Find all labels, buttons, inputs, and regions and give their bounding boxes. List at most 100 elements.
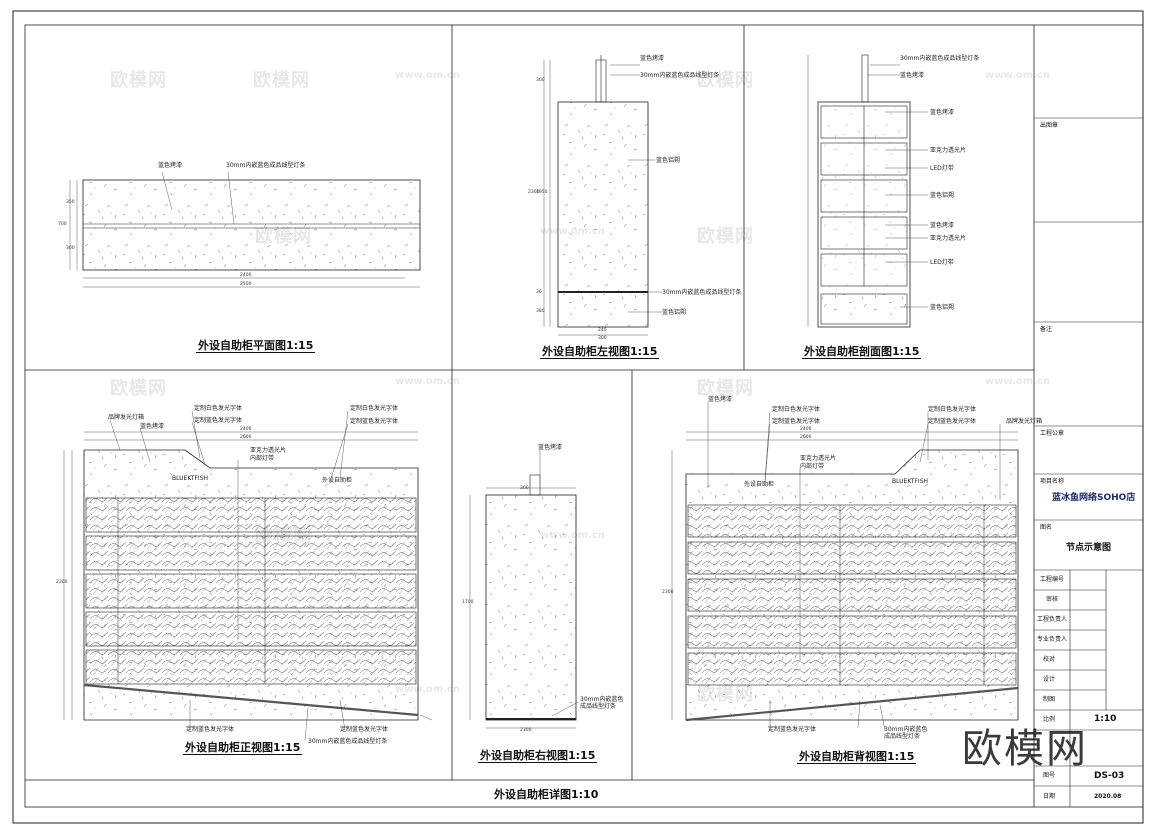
- section-label: 蓝色铝朔: [930, 304, 955, 311]
- left-dim: 1950: [536, 190, 548, 195]
- front-sign: 外设自助柜: [322, 477, 353, 484]
- front-dim: 2600: [240, 435, 252, 440]
- title-block-field: 工程公章: [1040, 430, 1065, 437]
- title-block-row: 制图: [1043, 696, 1056, 703]
- front-label: 定制白色发光字体: [350, 405, 399, 412]
- left-dim: 300: [598, 336, 607, 341]
- date-value: 2020.08: [1094, 793, 1122, 800]
- front-label: 定制蓝色发光字体: [186, 726, 235, 733]
- right-label: 蓝色烤漆: [538, 444, 563, 451]
- plan-label: 30mm内嵌蓝色成品线型灯条: [226, 162, 306, 169]
- back-dim: 2600: [800, 435, 812, 440]
- back-label: 成品线型灯条: [884, 733, 921, 740]
- title-block-row: 工程负责人: [1037, 616, 1068, 623]
- watermark: 欧模网: [255, 226, 312, 247]
- section-label: 蓝色烤漆: [900, 72, 925, 79]
- watermark: 欧模网: [697, 226, 754, 247]
- front-dim: 2400: [240, 427, 252, 432]
- right-view: [469, 450, 579, 729]
- date-label: 日期: [1043, 793, 1056, 800]
- title-block-row: 设计: [1043, 676, 1056, 683]
- sheet-no-label: 图号: [1043, 772, 1056, 779]
- title-block-row: 校对: [1043, 656, 1056, 663]
- watermark: 欧模网: [253, 70, 310, 91]
- plan-label: 蓝色烤漆: [158, 162, 183, 169]
- back-label: 定制白色发光字体: [772, 406, 821, 413]
- left-label: 蓝色铝朔: [656, 157, 681, 164]
- right-dim: 1700: [462, 600, 474, 605]
- back-label: 定制白色发光字体: [928, 406, 977, 413]
- plan-dim: 350: [66, 200, 75, 205]
- scale-value: 1:10: [1094, 714, 1117, 724]
- front-view: [63, 410, 433, 741]
- left-dim: 300: [536, 78, 545, 83]
- right-dim: 300: [520, 486, 529, 491]
- right-label: 30mm内嵌蓝色: [580, 696, 624, 703]
- drawing-label: 图名: [1040, 524, 1053, 531]
- watermark: 欧模网: [255, 526, 312, 547]
- back-view: [671, 402, 1019, 731]
- back-label: 定制蓝色发光字体: [772, 418, 821, 425]
- front-label: 亚克力透光片: [250, 447, 287, 454]
- right-title: 外设自助柜右视图1:15: [478, 749, 598, 763]
- section-label: 蓝色烤漆: [930, 109, 955, 116]
- left-label: 蓝色铝朔: [662, 309, 687, 316]
- watermark: 欧模网: [697, 378, 754, 399]
- title-block-row: 工程编号: [1040, 576, 1065, 583]
- watermark-url: www.om.cn: [985, 376, 1051, 387]
- title-block-field: 出图章: [1040, 122, 1059, 129]
- watermark: 欧模网: [110, 70, 167, 91]
- front-label: 品牌发光灯箱: [108, 414, 145, 421]
- section-label: LED灯带: [930, 259, 954, 266]
- title-block-grid: [1034, 117, 1143, 807]
- left-title: 外设自助柜左视图1:15: [540, 345, 660, 359]
- section-label: 亚克力透光片: [930, 235, 967, 242]
- section-label: 30mm内嵌蓝色成品线型灯条: [900, 55, 980, 62]
- front-label: 定制白色发光字体: [194, 405, 243, 412]
- title-block-field: 备注: [1040, 326, 1053, 333]
- plan-view: [69, 171, 421, 288]
- front-sign: BLUEKTFISH: [172, 475, 209, 482]
- back-label: 30mm内嵌蓝色: [884, 726, 928, 733]
- watermark: 欧模网: [697, 684, 754, 705]
- watermark-url: www.om.cn: [395, 70, 461, 81]
- section-label: LED灯带: [930, 165, 954, 172]
- title-block-row: 审核: [1046, 596, 1059, 603]
- plan-dim: 2400: [240, 273, 252, 278]
- back-label: 定制蓝色发光字体: [768, 726, 817, 733]
- back-title: 外设自助柜背视图1:15: [797, 750, 917, 764]
- scale-label: 比例: [1043, 716, 1056, 723]
- front-title: 外设自助柜正视图1:15: [183, 741, 303, 755]
- front-dim: 2300: [56, 580, 68, 585]
- left-view: [543, 55, 662, 336]
- watermark-url: www.om.cn: [395, 376, 461, 387]
- left-label: 30mm内嵌蓝色成品线型灯条: [640, 72, 720, 79]
- plan-dim: 700: [58, 222, 67, 227]
- brand-logo: 欧模网: [962, 726, 1088, 772]
- left-label: 蓝色烤漆: [640, 55, 665, 62]
- drawing-name: 节点示意图: [1066, 543, 1112, 553]
- sheet-no: DS-03: [1094, 771, 1125, 781]
- project-label: 项目名称: [1040, 478, 1065, 485]
- project-name: 蓝冰鱼网络SOHO店: [1052, 493, 1136, 503]
- right-dim: 2300: [520, 728, 532, 733]
- title-block-row: 专业负责人: [1037, 636, 1068, 643]
- front-label: 定制蓝色发光字体: [194, 417, 243, 424]
- back-label: 定制蓝色发光字体: [928, 418, 977, 425]
- plan-dim: 2500: [240, 282, 252, 287]
- plan-title: 外设自助柜平面图1:15: [196, 339, 316, 353]
- section-label: 蓝色烤漆: [930, 222, 955, 229]
- back-dim: 2400: [800, 427, 812, 432]
- back-dim: 2300: [662, 590, 674, 595]
- left-dim: 2300: [528, 190, 540, 195]
- watermark-url: www.om.cn: [985, 70, 1051, 81]
- left-dim: 240: [598, 328, 607, 333]
- back-label: 内部灯带: [800, 463, 825, 470]
- left-label: 30mm内嵌蓝色成品线型灯条: [662, 289, 742, 296]
- plan-dim: 300: [66, 246, 75, 251]
- right-label: 成品线型灯条: [580, 703, 617, 710]
- watermark: 欧模网: [110, 378, 167, 399]
- back-label: 亚克力透光片: [800, 455, 837, 462]
- left-dim: 30: [536, 290, 542, 295]
